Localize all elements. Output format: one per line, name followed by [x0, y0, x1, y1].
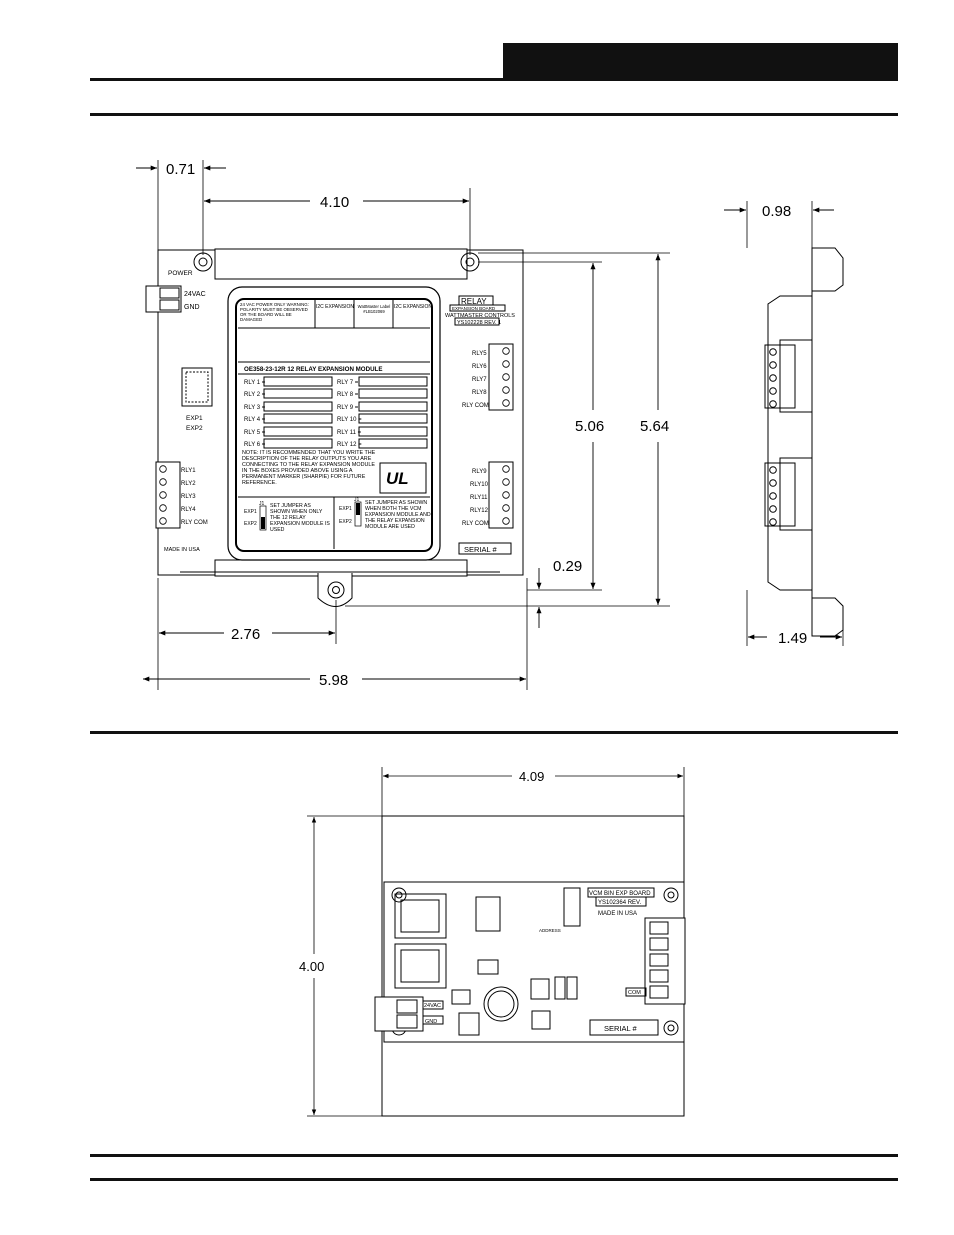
vcm-vac: 24VAC: [424, 1003, 441, 1009]
right-relay-9: RLY9: [472, 469, 487, 475]
header-rule: [90, 78, 503, 81]
left-relay-3: RLY3: [181, 494, 196, 500]
terminal-screws: [159, 347, 510, 525]
card-warning: 24 VAC POWER ONLY WARNING: POLARITY MUST…: [240, 302, 309, 322]
left-relay-com: RLY COM: [181, 520, 208, 526]
card-rly-9: RLY 9 =: [337, 405, 359, 411]
relay-subtitle: EXPANSION BOARD: [452, 306, 496, 311]
card-exp1-left: EXP1: [244, 509, 257, 515]
jumper-left-cap: [261, 517, 265, 529]
card-rly-1: RLY 1 =: [244, 380, 266, 386]
dim-overall-width: 5.98: [319, 672, 348, 689]
dim-bottom-offset: 0.29: [553, 558, 582, 575]
jumper-left: [259, 505, 267, 531]
card-rly-11: RLY 11 =: [337, 430, 362, 436]
card-j1-right: J1: [354, 497, 360, 503]
vcm-part-number: YS102364 REV.: [598, 900, 641, 906]
made-in-label: MADE IN USA: [164, 547, 200, 553]
right-relay-12: RLY12: [470, 508, 489, 514]
section-rule-middle: [90, 731, 898, 734]
header-bar: [503, 43, 898, 81]
right-relay-com-bottom: RLY COM: [462, 521, 489, 527]
dim-vcm-width: 4.09: [519, 769, 544, 784]
vac-label: 24VAC: [184, 291, 206, 298]
card-i2c-expansion-2: I2C EXPANSION: [394, 304, 432, 310]
vcm-board-view: [374, 815, 686, 1117]
card-rly-8: RLY 8 =: [337, 392, 359, 398]
card-rly-6: RLY 6 =: [244, 442, 266, 448]
right-relay-7: RLY7: [472, 377, 487, 383]
right-relay-8: RLY8: [472, 390, 487, 396]
dim-overall-height: 5.64: [640, 418, 669, 435]
dim-hole-spacing: 4.10: [320, 194, 349, 211]
right-relay-10: RLY10: [470, 482, 489, 488]
right-relay-com-top: RLY COM: [462, 403, 489, 409]
card-jumper-1: SET JUMPER AS SHOWN WHEN ONLY THE 12 REL…: [270, 503, 330, 533]
card-wattmaster-label: WattMaster Label #LB102069: [358, 304, 391, 314]
card-title: OE358-23-12R 12 RELAY EXPANSION MODULE: [244, 366, 382, 373]
card-i2c-expansion: I2C EXPANSION: [316, 304, 354, 310]
card-jumper-2: SET JUMPER AS SHOWN WHEN BOTH THE VCM EX…: [365, 500, 431, 530]
exp1-label: EXP1: [186, 415, 203, 422]
card-j1-left: J1: [259, 501, 265, 507]
vcm-serial: SERIAL #: [604, 1024, 637, 1033]
relay-title: RELAY: [461, 297, 487, 306]
vcm-gnd: GND: [425, 1019, 437, 1025]
vcm-address: ADDRESS: [539, 928, 561, 933]
right-relay-6: RLY6: [472, 364, 487, 370]
footer-rule-2: [90, 1178, 898, 1181]
dim-vcm-height: 4.00: [299, 959, 324, 974]
gnd-label: GND: [184, 304, 200, 311]
card-note: NOTE: IT IS RECOMMENDED THAT YOU WRITE T…: [242, 450, 375, 486]
vcm-com: COM: [628, 990, 641, 996]
jumper-right: [354, 501, 362, 527]
left-relay-4: RLY4: [181, 507, 196, 513]
card-rly-4: RLY 4 =: [244, 417, 266, 423]
front-view: [145, 248, 524, 607]
card-rly-12: RLY 12 =: [337, 442, 362, 448]
power-label: POWER: [168, 270, 193, 277]
dim-left-offset: 0.71: [166, 161, 195, 178]
serial-label: SERIAL #: [464, 545, 497, 554]
card-rly-10: RLY 10 =: [337, 417, 362, 423]
vcm-board-text: VCM BIN EXP BOARD YS102364 REV. MADE IN …: [424, 891, 651, 1033]
dim-side-depth-bottom: 1.49: [778, 630, 807, 647]
card-rly-3: RLY 3 =: [244, 405, 266, 411]
side-view: [764, 247, 844, 637]
section-rule-top: [90, 113, 898, 116]
dim-side-depth-top: 0.98: [762, 203, 791, 220]
card-rly-2: RLY 2 =: [244, 392, 266, 398]
brand-label: WATTMASTER CONTROLS: [445, 313, 515, 319]
part-number: YS102228 REV. 1: [457, 320, 501, 326]
footer-rule-1: [90, 1154, 898, 1157]
dim-bottom-hole-offset: 2.76: [231, 626, 260, 643]
card-rly-5: RLY 5 =: [244, 430, 266, 436]
dim-inner-height: 5.06: [575, 418, 604, 435]
right-relay-11: RLY11: [470, 495, 488, 501]
left-relay-2: RLY2: [181, 481, 196, 487]
jumper-right-cap: [356, 503, 360, 515]
exp2-label: EXP2: [186, 425, 203, 432]
vcm-title: VCM BIN EXP BOARD: [589, 891, 651, 897]
ul-mark: UL: [386, 469, 409, 488]
card-exp1-right: EXP1: [339, 506, 352, 512]
extension-lines-top: [157, 160, 844, 690]
left-relay-1: RLY1: [181, 468, 196, 474]
card-exp2-right: EXP2: [339, 519, 352, 525]
vcm-made-in: MADE IN USA: [598, 911, 637, 917]
card-rly-7: RLY 7 =: [337, 380, 359, 386]
card-exp2-left: EXP2: [244, 521, 257, 527]
right-relay-5: RLY5: [472, 351, 487, 357]
